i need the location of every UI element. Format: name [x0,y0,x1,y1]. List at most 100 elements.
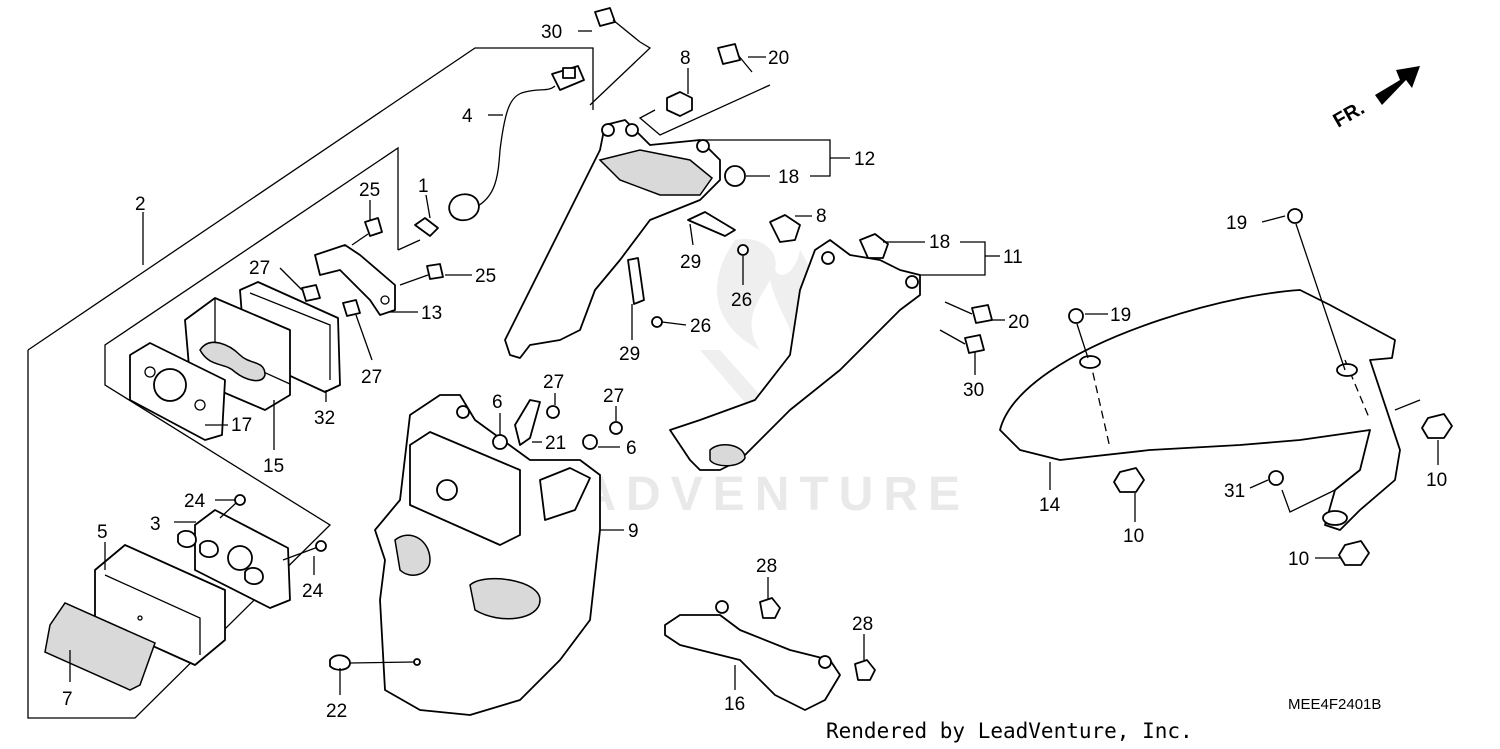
bolt-20b-shaft [944,301,973,315]
lens-5-dot [137,615,143,621]
mudguard-bump-a [394,534,431,576]
screw-24b [282,546,319,561]
callout-24a: 24 [184,491,206,512]
front-direction-arrow: FR. [1330,66,1420,132]
screw-19a-leader [1295,223,1346,371]
diagram-code: MEE4F2401B [1288,696,1381,713]
screw-25a [364,217,383,237]
bracket-11-hole-a [821,251,835,265]
screw-24b-head [315,540,327,552]
rivet-22-leader [349,661,415,664]
bracket-12-hole-c [696,139,710,153]
fender-cover-group: FR. [999,66,1453,566]
bracket-11-hole-b [905,275,919,289]
license-bracket-16 [664,614,841,711]
fender-cover-seam-b [1344,359,1371,421]
bracket-12-hole-a [601,123,615,137]
callout-10a: 10 [1123,526,1144,547]
bulb-stub-b [199,539,219,558]
bracket-11-slot [709,443,746,467]
screw-24a [219,502,237,519]
upper-bracket-12 [504,119,721,359]
nut-28a [759,597,781,619]
fender-cover-seam-a [1089,359,1111,449]
callout-26a: 26 [731,290,752,311]
plate-hole-a [144,366,156,378]
callout-27a: 27 [249,258,270,279]
bolt-20b [971,304,993,324]
callout-10c: 10 [1288,549,1309,570]
bolt-20a-shaft [737,54,753,73]
bracket-12-hole-b [625,123,639,137]
bracket-16-hole-b [818,655,832,669]
lens-5-edge [104,574,201,655]
clip-21 [514,399,541,446]
callout-22: 22 [326,701,347,722]
assembly-outline-2c [397,239,421,251]
callout-20a: 20 [768,48,789,69]
screw-25a-shaft [351,233,369,246]
upper-bracket-plate [598,149,714,196]
callout-26b: 26 [690,316,711,337]
leader-20a-dash [638,84,771,136]
callout-6b: 6 [626,438,637,459]
screw-24a-head [234,494,246,506]
callout-10b: 10 [1426,470,1447,491]
leader-19a [1261,215,1286,223]
nut-27d [609,421,623,435]
callout-18a: 18 [778,167,799,188]
callout-12: 12 [854,149,875,170]
rivet-22-hole [413,658,421,666]
bracket-hole [380,295,390,305]
leader-29a [689,223,694,246]
callout-9: 9 [628,521,639,542]
callout-13: 13 [421,303,442,324]
plate-hole-b [194,399,206,411]
callout-19b: 19 [1110,305,1131,326]
rear-fender-group [329,7,993,716]
mudguard-face [409,431,521,546]
callout-27c: 27 [543,372,564,393]
bulb-stub-a [177,529,197,548]
callout-3: 3 [150,514,161,535]
callout-8a: 8 [680,48,691,69]
leader-11-bracket [920,241,986,276]
callout-31: 31 [1224,481,1245,502]
callout-28a: 28 [756,556,777,577]
callout-30b: 30 [963,380,984,401]
callout-5: 5 [97,522,108,543]
leader-1 [425,194,431,219]
bolt-20a [717,43,741,65]
mudguard-top-hole [456,405,470,419]
callout-18b: 18 [929,232,950,253]
leader-27b [355,314,373,361]
callout-28b: 28 [852,614,873,635]
bulb-stub-c [244,566,264,585]
connector-tab-4 [562,67,576,79]
collar-8b [769,214,801,243]
rivet-22 [329,654,351,671]
callout-labels: 1 2 3 4 5 6 6 7 8 8 9 10 10 10 11 12 13 … [62,22,1447,722]
nut-10a [1113,467,1145,493]
front-arrow-icon [1375,66,1420,105]
bolt-30b [964,334,985,354]
callout-19a: 19 [1226,213,1247,234]
callout-8b: 8 [816,206,827,227]
socket-bulb-1 [448,193,480,222]
clamp-29b [627,257,645,305]
reflector-7 [44,602,156,691]
screw-31-leader [1281,489,1336,513]
screw-26b [651,316,663,328]
nut-27c [546,405,560,419]
wire-harness-4 [469,85,556,211]
callout-27b: 27 [361,367,382,388]
nut-28b [854,659,876,681]
nut-10c [1338,540,1370,566]
clamp-29a [687,211,736,237]
screw-26a [737,244,749,256]
assembly-outline-2 [27,47,594,351]
bracket-13 [314,244,396,316]
callout-15: 15 [263,456,284,477]
rear-fender-cover-14 [999,289,1401,531]
callout-7: 7 [62,689,73,710]
